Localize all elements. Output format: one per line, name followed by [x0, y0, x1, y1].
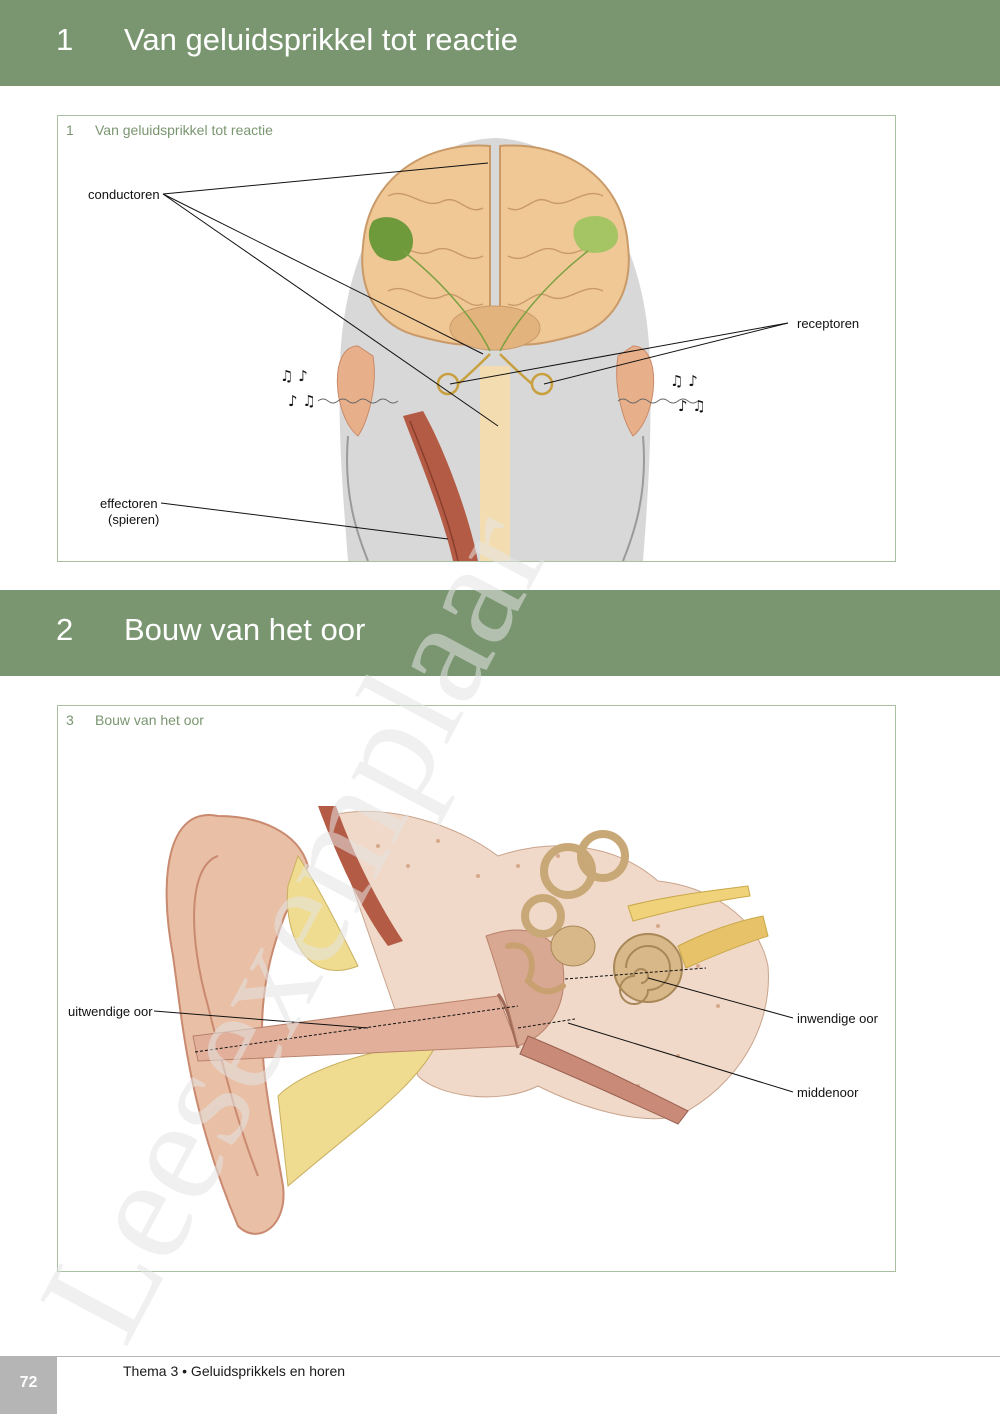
section-2-title: Bouw van het oor	[124, 612, 366, 647]
svg-text:♪ ♫: ♪ ♫	[288, 392, 316, 410]
figure-1-number: 1	[66, 122, 74, 138]
section-1-title: Van geluidsprikkel tot reactie	[124, 22, 519, 57]
ear-cross-section-illustration	[153, 806, 794, 1235]
label-receptors: receptoren	[797, 316, 860, 331]
section-2-banner: 2 Bouw van het oor	[0, 590, 1000, 676]
figure-1-frame: 1 Van geluidsprikkel tot reactie	[57, 115, 896, 562]
svg-text:♪ ♫: ♪ ♫	[678, 397, 706, 415]
svg-text:♫ ♪: ♫ ♪	[670, 372, 698, 390]
section-1-banner: 1 Van geluidsprikkel tot reactie	[0, 0, 1000, 86]
section-2-number: 2	[56, 612, 74, 647]
figure-2-frame: 3 Bouw van het oor	[57, 705, 896, 1272]
footer-theme-title: Thema 3 • Geluidsprikkels en horen	[123, 1363, 346, 1379]
footer-rule	[57, 1356, 1000, 1357]
head-brain-illustration: ♫ ♪ ♪ ♫ ♫ ♪ ♪ ♫	[160, 138, 789, 561]
label-middle-ear: middenoor	[797, 1085, 859, 1100]
figure-2-number: 3	[66, 712, 74, 728]
section-1-number: 1	[56, 22, 74, 57]
label-outer-ear: uitwendige oor	[68, 1004, 153, 1019]
figure-2-caption-text: Bouw van het oor	[95, 712, 204, 728]
label-effectors-muscles: (spieren)	[108, 512, 160, 527]
figure-1-caption-text: Van geluidsprikkel tot reactie	[95, 122, 273, 138]
label-inner-ear: inwendige oor	[797, 1011, 878, 1026]
svg-text:♫ ♪: ♫ ♪	[280, 367, 308, 385]
label-conductors: conductoren	[88, 187, 160, 202]
page-number: 72	[0, 1356, 57, 1414]
label-effectors: effectoren	[100, 496, 158, 511]
